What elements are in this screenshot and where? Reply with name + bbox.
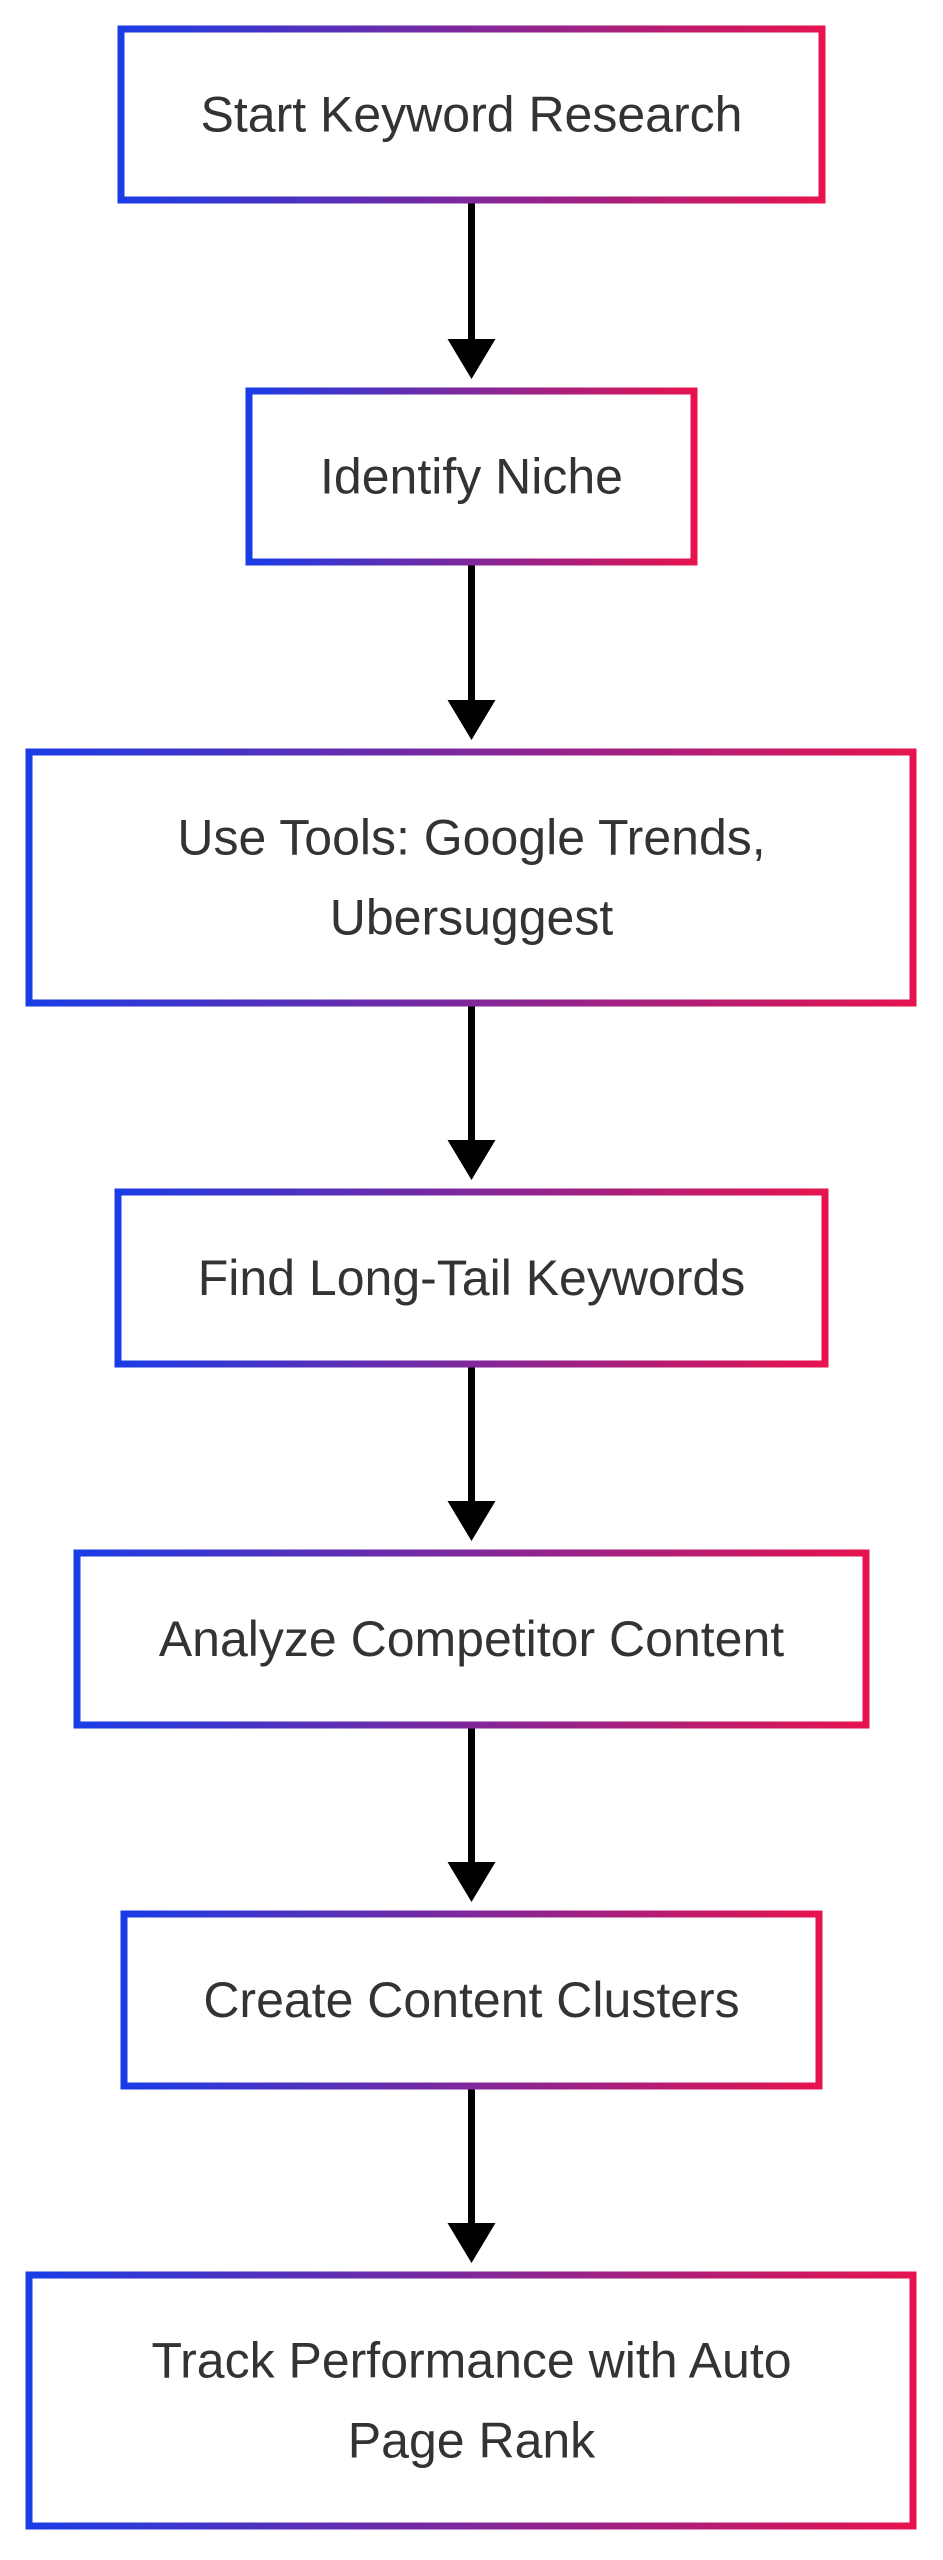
node-label: Analyze Competitor Content <box>159 1611 784 1667</box>
flow-node-start: Start Keyword Research <box>117 25 826 204</box>
arrowhead-icon <box>447 339 496 379</box>
node-box <box>25 2271 917 2530</box>
flow-node-niche: Identify Niche <box>245 387 698 566</box>
node-label: Page Rank <box>348 2413 596 2469</box>
node-box <box>73 1549 870 1729</box>
node-label: Use Tools: Google Trends, <box>177 810 765 866</box>
flow-node-competitor: Analyze Competitor Content <box>73 1549 870 1729</box>
node-box <box>120 1910 823 2090</box>
edges-layer <box>447 200 496 2263</box>
arrowhead-icon <box>447 1862 496 1902</box>
node-label: Find Long-Tail Keywords <box>198 1250 746 1306</box>
flow-node-longtail: Find Long-Tail Keywords <box>114 1188 829 1368</box>
flow-node-clusters: Create Content Clusters <box>120 1910 823 2090</box>
node-label: Identify Niche <box>320 449 623 505</box>
node-box <box>114 1188 829 1368</box>
node-label: Ubersuggest <box>330 890 614 946</box>
node-box <box>25 748 917 1007</box>
node-box <box>245 387 698 566</box>
arrowhead-icon <box>447 2223 496 2263</box>
node-label: Track Performance with Auto <box>151 2333 791 2389</box>
node-label: Start Keyword Research <box>201 87 743 143</box>
node-label: Create Content Clusters <box>203 1972 739 2028</box>
arrowhead-icon <box>447 700 496 740</box>
node-box <box>117 25 826 204</box>
arrowhead-icon <box>447 1501 496 1541</box>
arrowhead-icon <box>447 1140 496 1180</box>
flow-node-tools: Use Tools: Google Trends, Ubersuggest <box>25 748 917 1007</box>
